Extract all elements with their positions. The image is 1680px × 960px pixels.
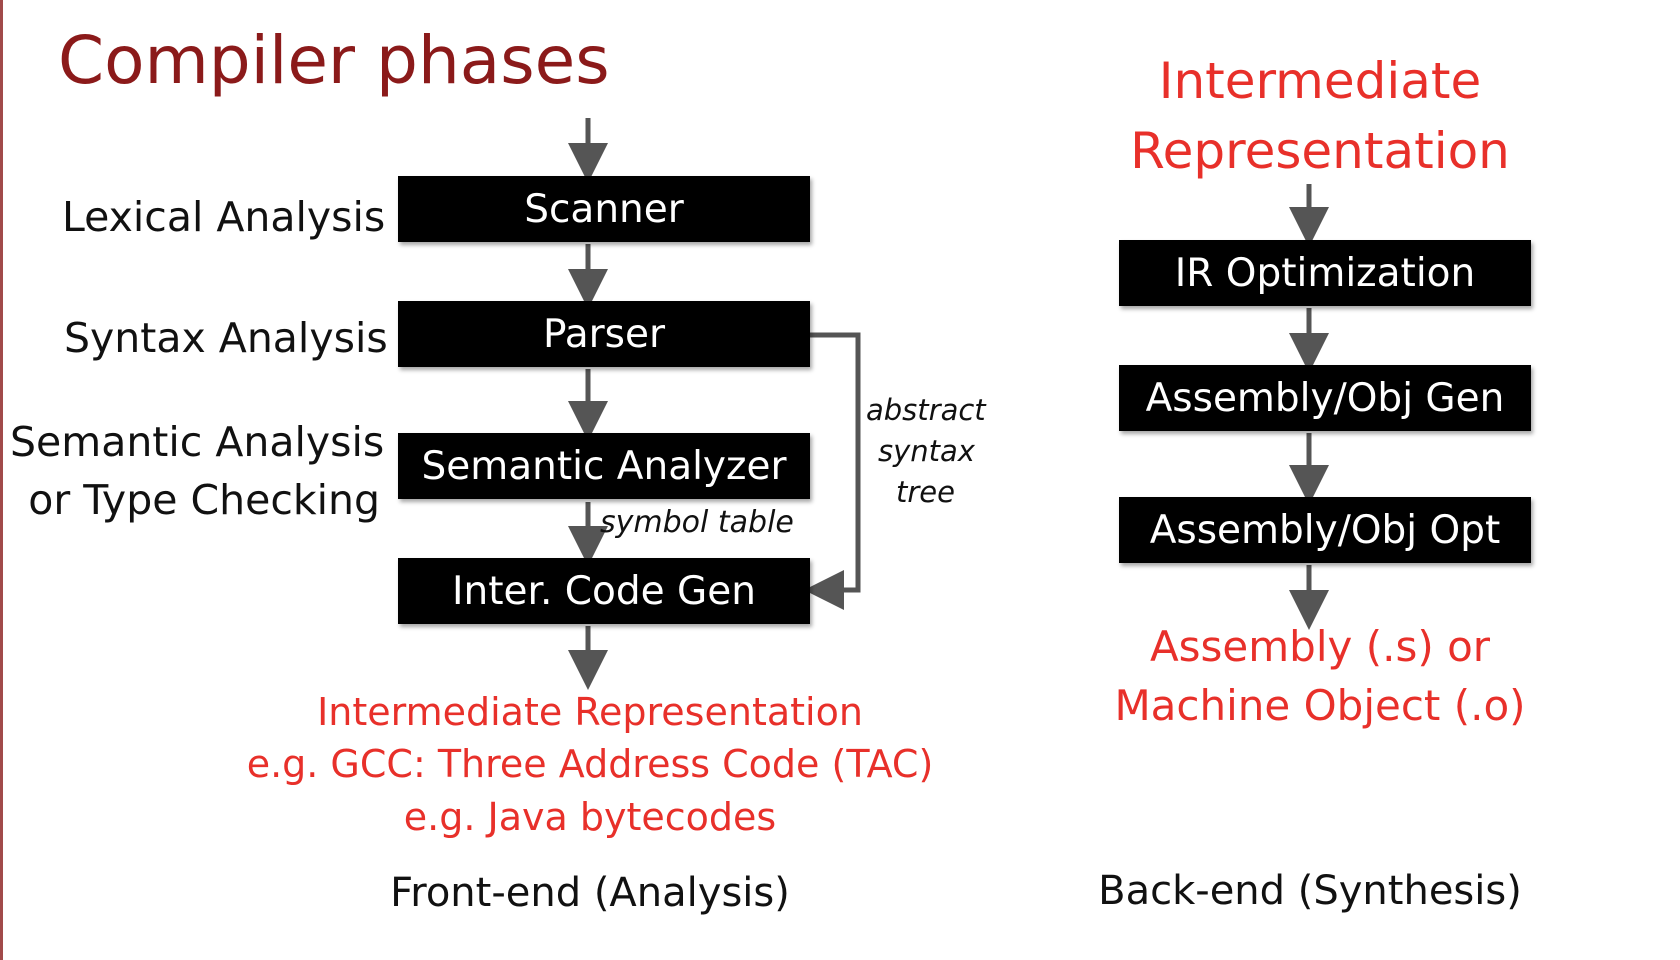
symbol-table-annotation: symbol table — [600, 505, 794, 540]
slide-border — [0, 0, 3, 960]
scanner-box: Scanner — [398, 176, 810, 242]
frontend-output-line2: e.g. GCC: Three Address Code (TAC) — [246, 742, 934, 786]
backend-footer: Back-end (Synthesis) — [1098, 868, 1522, 914]
ast-annotation-line1: abstract — [866, 393, 986, 427]
inter-code-gen-box: Inter. Code Gen — [398, 558, 810, 624]
slide-title: Compiler phases — [58, 22, 610, 99]
label-lexical-analysis: Lexical Analysis — [62, 193, 386, 241]
backend-input-line1: Intermediate — [1158, 52, 1482, 110]
ast-annotation-line2: syntax — [878, 434, 975, 468]
label-syntax-analysis: Syntax Analysis — [64, 314, 388, 362]
label-type-checking: or Type Checking — [28, 476, 380, 524]
backend-input-line2: Representation — [1130, 122, 1510, 180]
arrow-ast-bypass — [804, 332, 861, 610]
label-semantic-analysis: Semantic Analysis — [10, 418, 385, 466]
frontend-output-line1: Intermediate Representation — [317, 690, 863, 734]
parser-box: Parser — [398, 301, 810, 367]
frontend-output-line3: e.g. Java bytecodes — [403, 795, 777, 839]
assembly-obj-gen-box: Assembly/Obj Gen — [1119, 365, 1531, 431]
ir-optimization-box: IR Optimization — [1119, 240, 1531, 306]
ast-annotation-line3: tree — [896, 475, 955, 509]
backend-output-line2: Machine Object (.o) — [1114, 681, 1526, 730]
semantic-analyzer-box: Semantic Analyzer — [398, 433, 810, 499]
assembly-obj-opt-box: Assembly/Obj Opt — [1119, 497, 1531, 563]
backend-output-line1: Assembly (.s) or — [1149, 622, 1491, 671]
frontend-footer: Front-end (Analysis) — [390, 870, 790, 916]
